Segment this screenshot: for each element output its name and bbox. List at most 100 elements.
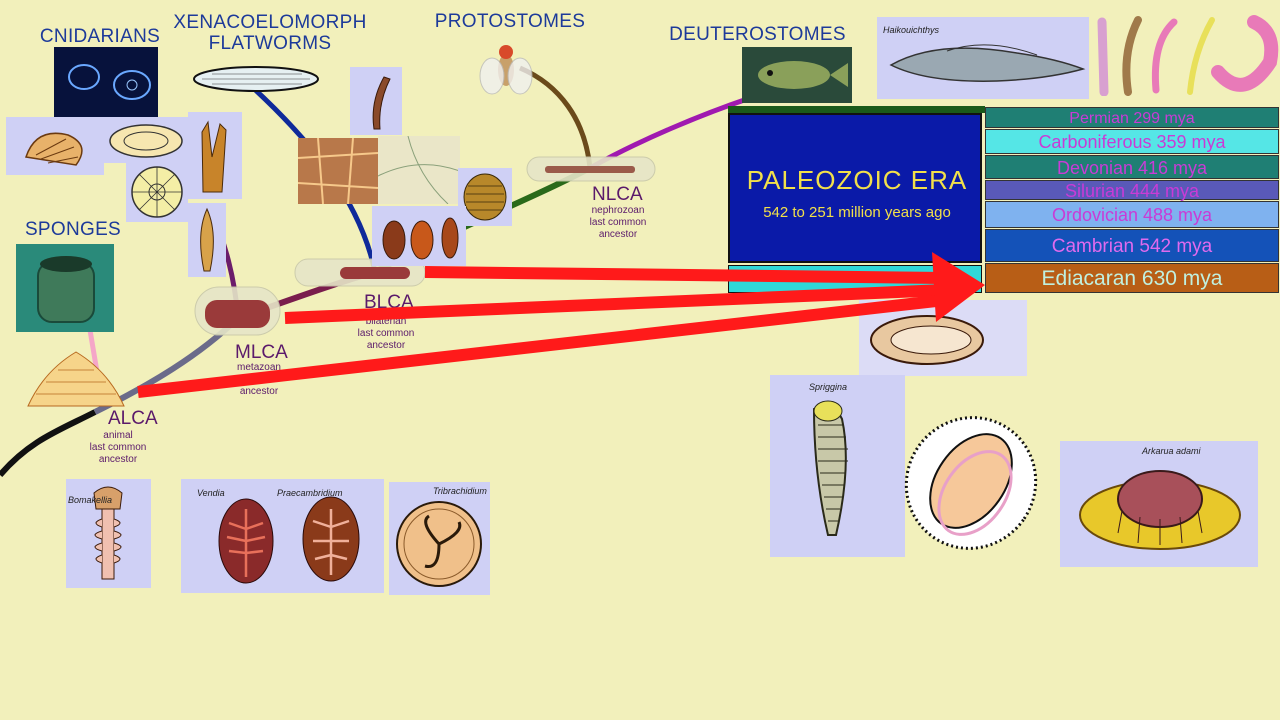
- worms-icon: [1097, 15, 1279, 97]
- haikouichthys-card: Haikouichthys: [877, 17, 1089, 99]
- spriggina-caption: Spriggina: [809, 382, 848, 392]
- period-bar: Ediacaran 630 mya: [985, 263, 1279, 293]
- praecambridium-caption: Praecambridium: [277, 488, 343, 498]
- protostome-card-2: [458, 168, 512, 226]
- haikouichthys-icon: [889, 44, 1086, 82]
- trace-fossil-2: [377, 135, 461, 205]
- alca-description: animal last common ancestor: [89, 430, 147, 465]
- trace-lines-icon: [377, 135, 461, 205]
- fruit-fly: [476, 38, 536, 100]
- mlca-label: MLCA: [235, 342, 288, 363]
- worm-fossil-icon: [372, 76, 391, 130]
- tribrachidium-card: Tribrachidium: [389, 482, 490, 595]
- blca-node-core: [340, 267, 410, 279]
- period-label: Carboniferous 359 mya: [1038, 132, 1226, 152]
- arrow-from-alca: [137, 294, 946, 398]
- cnidarian-card-2: [104, 117, 188, 163]
- protostomes-label: PROTOSTOMES: [434, 11, 586, 32]
- mlca-node-core: [205, 300, 270, 328]
- flatworm-icon: [193, 66, 319, 92]
- cnidarian-card-5: [188, 203, 226, 277]
- tribrachidium-caption: Tribrachidium: [433, 486, 487, 496]
- xenacoelomorph-line2: FLATWORMS: [208, 33, 332, 54]
- vendia-caption: Vendia: [197, 488, 225, 498]
- sponge-fossil: [24, 346, 128, 420]
- xenacoelomorph-line1: XENACOELOMORPH: [173, 12, 367, 33]
- era-top-border: [728, 106, 985, 113]
- bomakellia-card: Bomakellia: [66, 479, 151, 588]
- cnidarians-label: CNIDARIANS: [39, 26, 161, 47]
- paleozoic-era-box: PALEOZOIC ERA 542 to 251 million years a…: [728, 113, 982, 263]
- sponges-label: SPONGES: [24, 219, 122, 240]
- vendia-praecambridium-icon: [218, 496, 360, 584]
- bomakellia-caption: Bomakellia: [68, 495, 113, 505]
- bomakellia-icon: [93, 486, 123, 580]
- period-label: Permian 299 mya: [1069, 110, 1195, 127]
- jellyfish-icon: [68, 64, 151, 100]
- mlca-description: metazoan ancestor: [237, 362, 281, 397]
- arkarua-caption: Arkarua adami: [1142, 446, 1201, 456]
- fossil-disc-icon: [25, 132, 83, 166]
- jellyfish-photo: [54, 47, 158, 117]
- nlca-node-core: [545, 166, 635, 173]
- period-label: Ediacaran 630 mya: [1041, 267, 1223, 290]
- sponge-photo: [16, 244, 114, 332]
- nlca-description: nephrozoan last common ancestor: [589, 205, 647, 240]
- period-bar: Silurian 444 mya: [985, 180, 1279, 201]
- bilaterian-fossils-icon: [382, 217, 459, 260]
- flatworm-drawing: [192, 64, 320, 94]
- protostome-branch: [519, 65, 593, 169]
- fossil-oval-icon: [109, 124, 183, 158]
- period-label: Ordovician 488 mya: [1051, 205, 1213, 225]
- conical-sponge-icon: [27, 351, 125, 407]
- worm-drawings: [1094, 12, 1280, 97]
- protostome-card-1: [350, 67, 402, 135]
- period-bar: Carboniferous 359 mya: [985, 129, 1279, 154]
- root-branch: [0, 409, 97, 477]
- blca-description: bilaterian last common ancestor: [357, 316, 415, 351]
- nlca-label: NLCA: [592, 184, 643, 205]
- kimberella-drawing: [903, 405, 1045, 555]
- period-label: Devonian 416 mya: [1056, 158, 1208, 178]
- arkarua-icon: [1079, 470, 1241, 550]
- radial-fossil-icon: [131, 166, 183, 218]
- period-bar: Permian 299 mya: [985, 107, 1279, 128]
- period-label: Silurian 444 mya: [1064, 181, 1200, 201]
- bilaterian-card: [372, 206, 466, 266]
- period-bar: Ordovician 488 mya: [985, 201, 1279, 228]
- fish-photo: [742, 47, 852, 103]
- barrel-sponge-icon: [37, 256, 95, 323]
- cnidarian-card-3: [126, 162, 188, 222]
- spriggina-icon: [812, 400, 848, 536]
- cnidarian-card-1: [6, 117, 104, 175]
- deuterostomes-label: DEUTEROSTOMES: [669, 24, 846, 45]
- segmented-frond-icon: [200, 207, 214, 272]
- period-bar: Devonian 416 mya: [985, 155, 1279, 179]
- xenacoelomorph-label: XENACOELOMORPH FLATWORMS: [160, 12, 380, 54]
- trace-fossil-1: [297, 137, 379, 205]
- fish-icon: [758, 61, 848, 89]
- disc-fossil-icon: [463, 173, 507, 221]
- arkarua-card: Arkarua adami: [1060, 441, 1258, 567]
- arrow-head: [932, 252, 985, 322]
- era-range: 542 to 251 million years ago: [763, 204, 951, 221]
- oval-fossil-icon: [870, 315, 984, 365]
- period-bar: Cambrian 542 mya: [985, 229, 1279, 262]
- fly-icon: [479, 45, 533, 95]
- arrow-from-mlca: [284, 284, 946, 324]
- frond-fossil-icon: [201, 120, 227, 193]
- kimberella-icon: [904, 416, 1038, 550]
- spriggina-card: Spriggina: [770, 375, 905, 557]
- trace-pattern-icon: [297, 137, 379, 205]
- vendia-praecambridium-card: Vendia Praecambridium: [181, 479, 384, 593]
- arrow-from-blca: [424, 266, 946, 284]
- alca-label: ALCA: [108, 408, 158, 429]
- era-title: PALEOZOIC ERA: [746, 165, 968, 195]
- haikouichthys-caption: Haikouichthys: [883, 25, 940, 35]
- tribrachidium-icon: [396, 501, 482, 587]
- period-label: Cambrian 542 mya: [1051, 236, 1213, 257]
- cnidarian-card-4: [188, 112, 242, 199]
